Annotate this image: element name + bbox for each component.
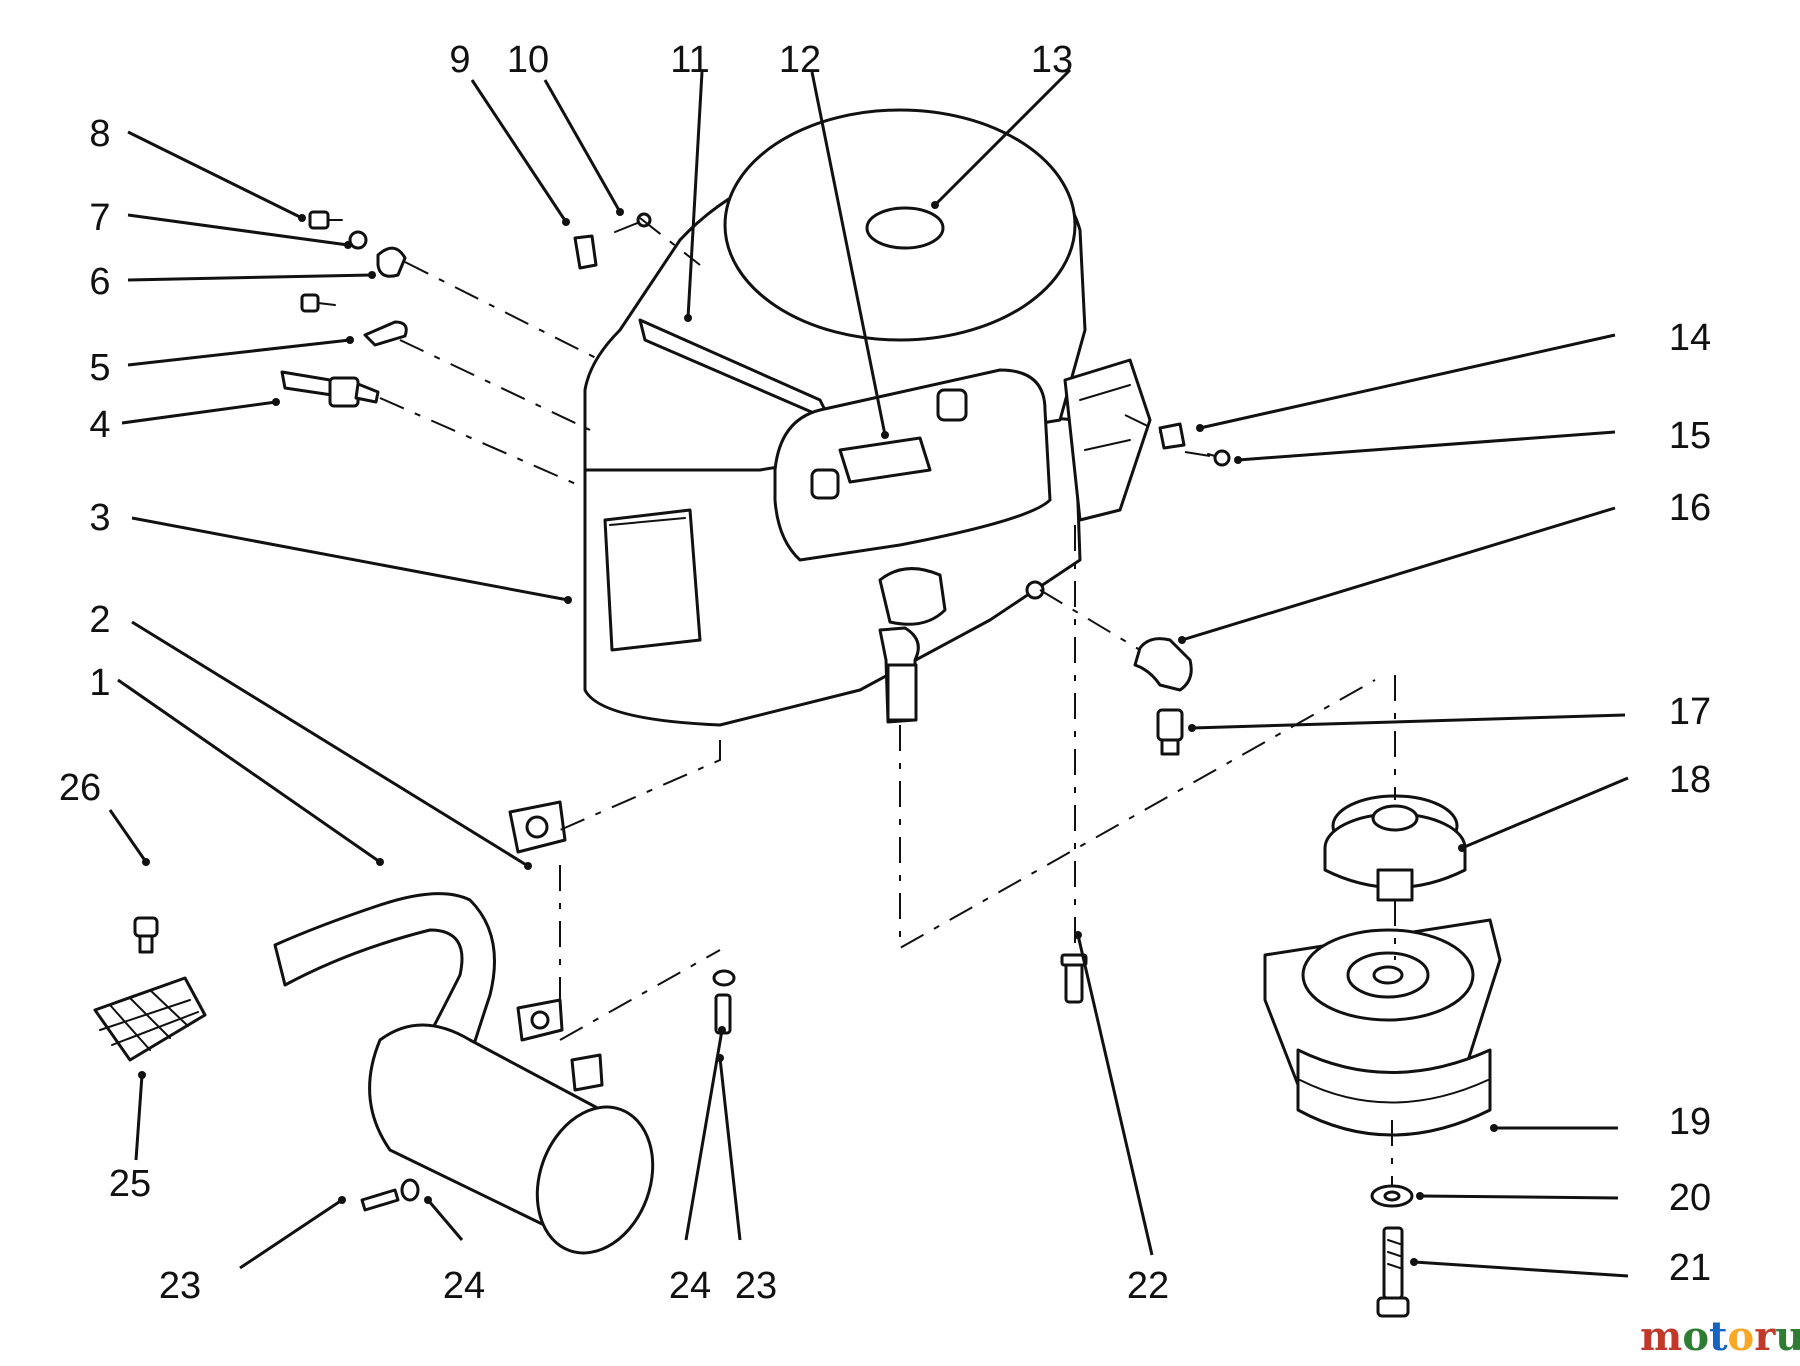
callout-4: 4 — [89, 404, 110, 446]
callout-11: 11 — [670, 39, 709, 81]
hardware-right — [1060, 422, 1231, 1004]
callout-16: 16 — [1669, 487, 1711, 529]
callout-19: 19 — [1669, 1101, 1711, 1143]
clutch-pulley-assembly — [1263, 794, 1502, 1318]
callout-10: 10 — [507, 39, 549, 81]
callout-3: 3 — [89, 497, 110, 539]
callout-12: 12 — [779, 39, 821, 81]
engine-assembly — [583, 108, 1152, 727]
callout-14: 14 — [1669, 317, 1711, 359]
callout-7: 7 — [89, 197, 110, 239]
callout-2: 2 — [89, 599, 110, 641]
callout-9: 9 — [449, 39, 470, 81]
callout-24-mid: 24 — [669, 1265, 711, 1307]
callout-20: 20 — [1669, 1177, 1711, 1219]
callout-labels: 1 2 3 4 5 6 7 8 9 10 11 12 13 14 15 16 1… — [59, 39, 1711, 1307]
callout-21: 21 — [1669, 1247, 1711, 1289]
callout-23-mid: 23 — [735, 1265, 777, 1307]
muffler-assembly — [273, 800, 736, 1255]
callout-6: 6 — [89, 261, 110, 303]
callout-15: 15 — [1669, 415, 1711, 457]
callout-18: 18 — [1669, 759, 1711, 801]
assembly-dash-lines — [379, 217, 1396, 1185]
small-parts-25-26 — [93, 916, 207, 1062]
callout-5: 5 — [89, 347, 110, 389]
callout-22: 22 — [1127, 1265, 1169, 1307]
callout-26: 26 — [59, 767, 101, 809]
watermark-logo: motoruf.de — [1640, 1313, 1800, 1360]
callout-13: 13 — [1031, 39, 1073, 81]
callout-17: 17 — [1669, 691, 1711, 733]
callout-25: 25 — [109, 1163, 151, 1205]
callout-23-left: 23 — [159, 1265, 201, 1307]
callout-8: 8 — [89, 113, 110, 155]
hardware-left — [280, 210, 652, 408]
leader-lines — [108, 68, 1629, 1278]
callout-24-left: 24 — [443, 1265, 485, 1307]
svg-text:motoruf.de: motoruf.de — [1640, 1313, 1800, 1360]
leader-dots — [138, 201, 1498, 1266]
callout-1: 1 — [89, 662, 110, 704]
